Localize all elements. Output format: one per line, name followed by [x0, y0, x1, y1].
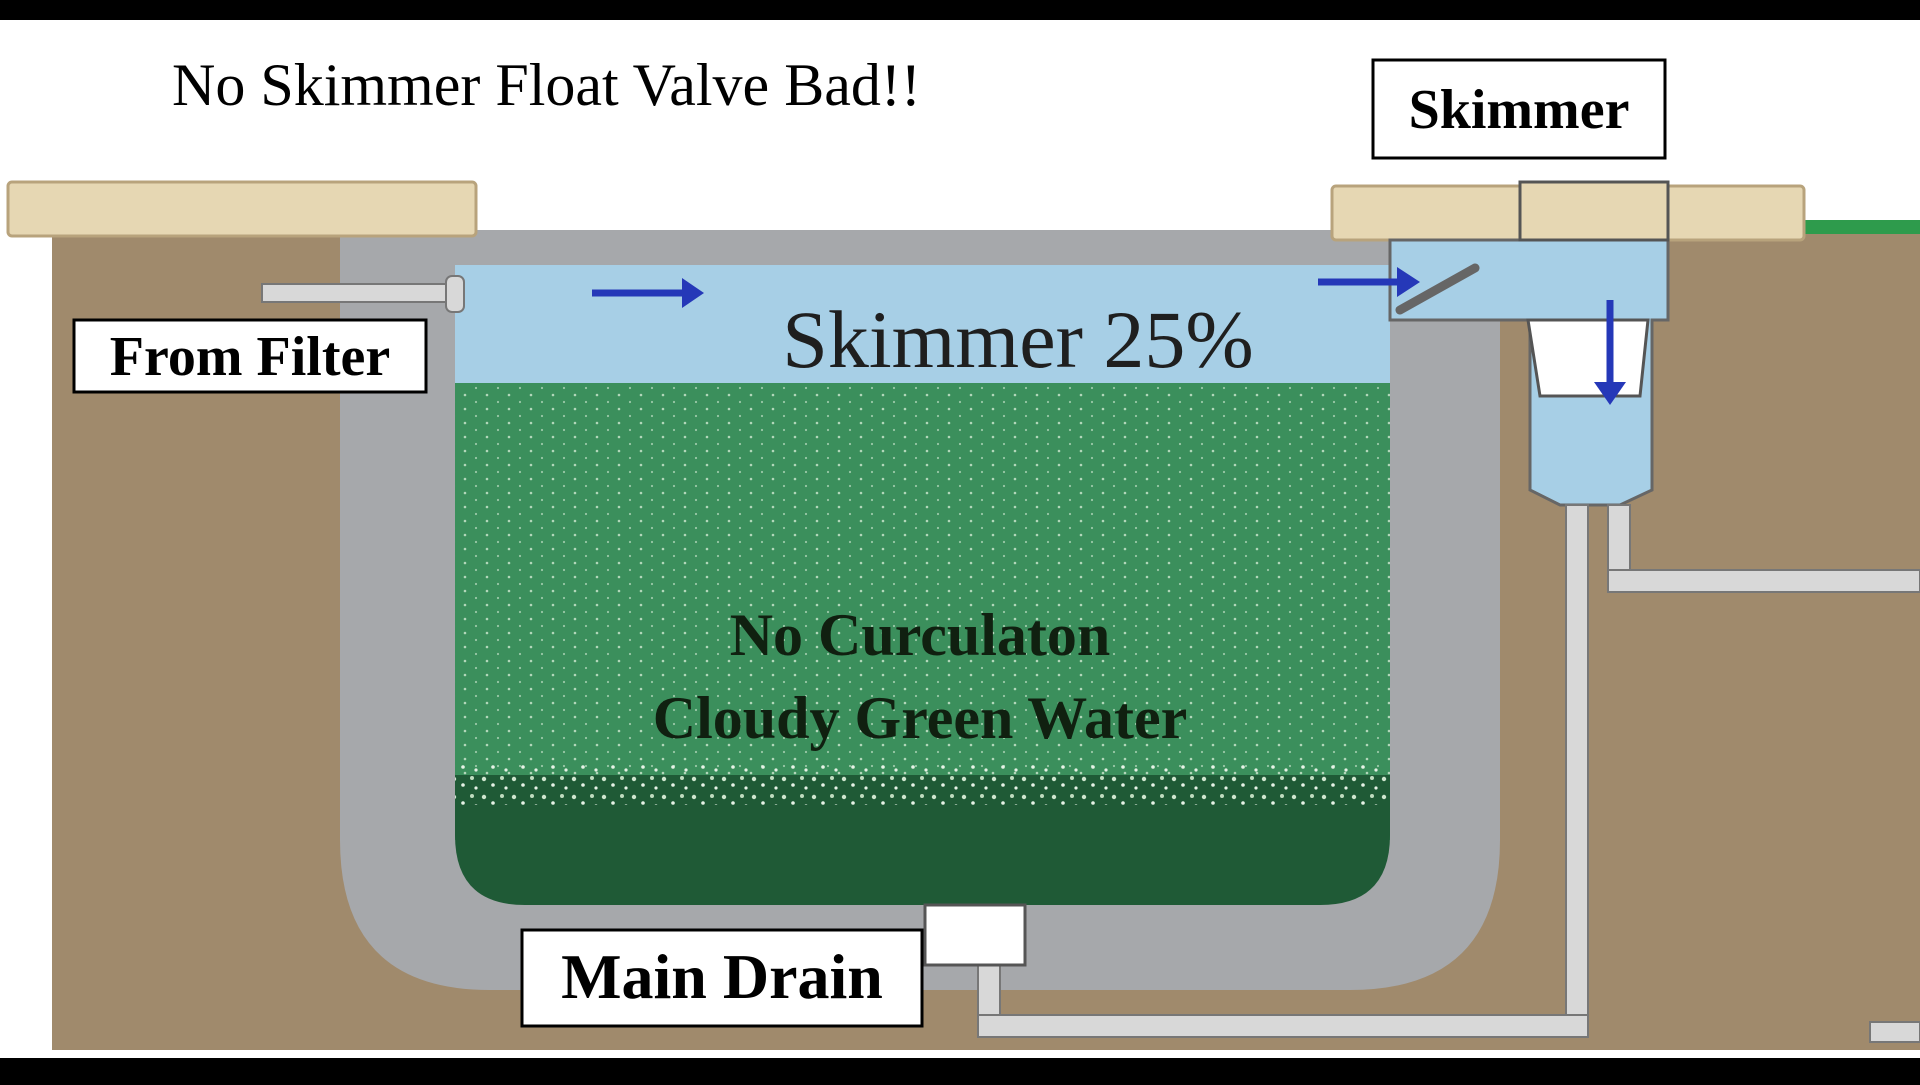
from-filter-label-box [72, 318, 428, 394]
skimmer-side-pipe [1607, 504, 1631, 571]
bottom-border [0, 1058, 1920, 1080]
skimmer-percent-label: Skimmer 25% [782, 294, 1253, 385]
pipes [261, 275, 1920, 1043]
drain-pipe-vertical [977, 959, 1001, 1016]
algae-foam [455, 765, 1390, 805]
water-caption-line2: Cloudy Green Water [653, 685, 1187, 751]
main-drain-grate [923, 903, 1027, 967]
top-border [0, 0, 1920, 20]
skimmer-label: Skimmer [1409, 79, 1630, 141]
grass-strip [1800, 220, 1920, 234]
coping-left [6, 180, 478, 238]
from-filter-label: From Filter [110, 326, 390, 388]
skimmer-throat [1518, 180, 1670, 242]
skimmer-label-box [1371, 58, 1667, 160]
diagram-title: No Skimmer Float Valve Bad!! [172, 52, 921, 118]
main-drain-label-box [520, 928, 924, 1028]
surface-water [455, 265, 1390, 385]
green-water-speckles [455, 383, 1390, 780]
arrow-right-icon [1318, 267, 1420, 297]
return-fitting [445, 275, 465, 313]
arrow-down-icon [1594, 300, 1626, 405]
algae-layer [455, 775, 1390, 905]
arrow-right-icon [592, 278, 704, 308]
return-pipe [261, 283, 459, 303]
main-drain-label: Main Drain [561, 941, 883, 1012]
skimmer-horizontal-pipe [1607, 569, 1920, 593]
skimmer-down-pipe [1565, 504, 1589, 1016]
drain-pipe-horizontal [977, 1014, 1589, 1038]
water-caption-line1: No Curculaton [730, 602, 1111, 668]
right-edge-pipe [1869, 1021, 1920, 1043]
skimmer-weir [1395, 263, 1480, 315]
skimmer-basket [1526, 318, 1650, 398]
